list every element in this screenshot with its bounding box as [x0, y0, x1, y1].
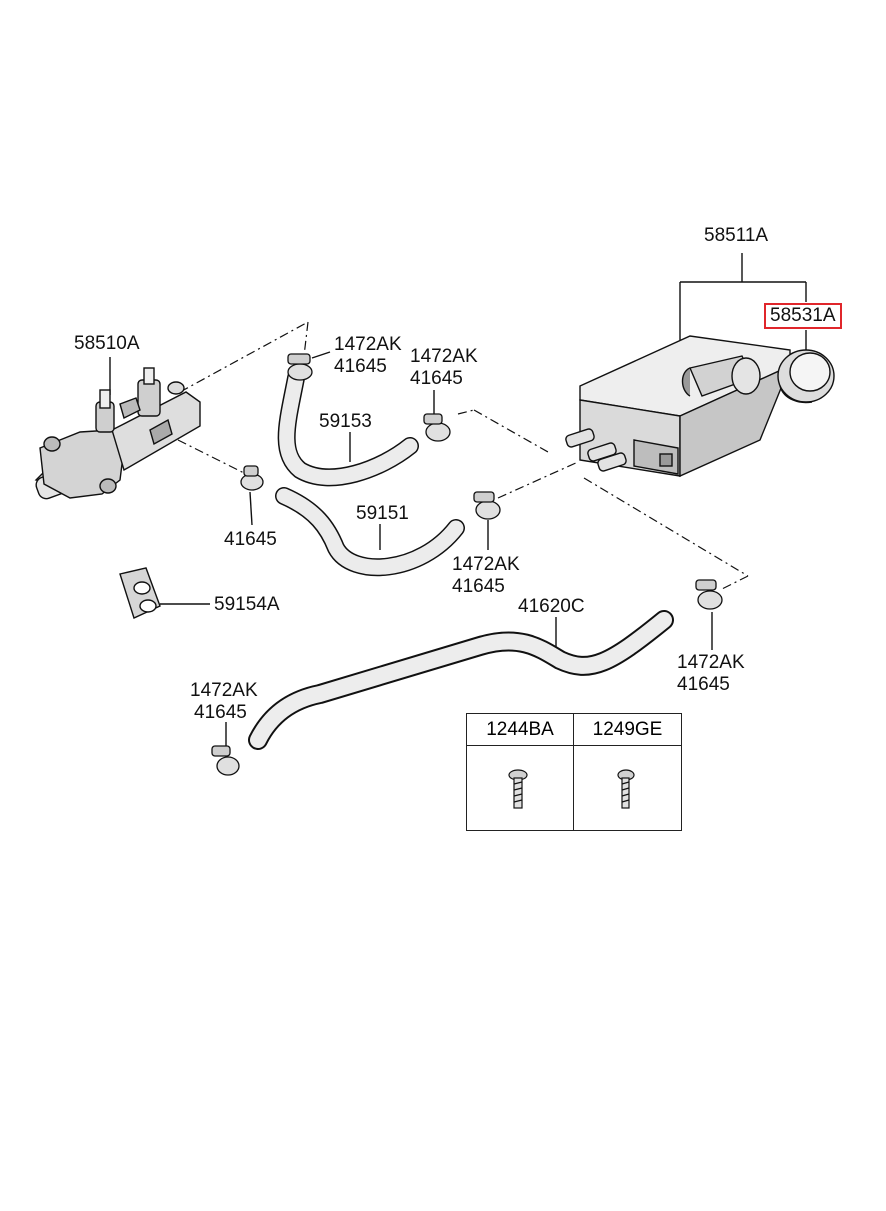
grommet[interactable] [119, 567, 161, 619]
label-clamp-lower-1[interactable]: 1472AK [190, 680, 258, 701]
label-cap-highlighted[interactable]: 58531A [764, 303, 842, 329]
label-reservoir-assy[interactable]: 58511A [704, 225, 769, 246]
clamp-top[interactable] [287, 353, 313, 381]
fastener-col2-cell [574, 746, 681, 830]
master-cylinder[interactable] [34, 367, 201, 501]
label-clamp-top-b1[interactable]: 1472AK [410, 346, 478, 367]
reservoir-tank[interactable] [565, 335, 792, 478]
label-clamp-top-a2[interactable]: 41645 [334, 356, 387, 377]
screw-1249ge-icon [617, 769, 635, 809]
fastener-col2-label[interactable]: 1249GE [574, 714, 681, 746]
hose-59151[interactable] [275, 487, 465, 577]
label-hose-upper[interactable]: 59153 [319, 411, 372, 432]
label-clamp-left[interactable]: 41645 [224, 529, 277, 550]
pipe-41620c[interactable] [248, 610, 674, 750]
label-pipe-long[interactable]: 41620C [518, 596, 585, 617]
clamp-top-right[interactable] [423, 413, 451, 442]
label-hose-middle[interactable]: 59151 [356, 503, 409, 524]
label-grommet[interactable]: 59154A [214, 594, 280, 615]
label-clamp-top-b2[interactable]: 41645 [410, 368, 463, 389]
screw-1244ba-icon [508, 769, 528, 809]
dashed-connectors [177, 321, 749, 591]
leader-lines [109, 253, 807, 748]
label-clamp-right-1[interactable]: 1472AK [677, 652, 745, 673]
fastener-col1-cell [467, 746, 574, 830]
clamp-lower[interactable] [211, 745, 240, 776]
label-master-cylinder[interactable]: 58510A [74, 333, 140, 354]
clamp-right[interactable] [695, 579, 723, 610]
label-clamp-mid-1[interactable]: 1472AK [452, 554, 520, 575]
label-clamp-top-a1[interactable]: 1472AK [334, 334, 402, 355]
fastener-table: 1244BA 1249GE [466, 713, 682, 831]
clamp-mid[interactable] [473, 491, 501, 520]
hose-59153[interactable] [277, 369, 419, 487]
label-clamp-right-2[interactable]: 41645 [677, 674, 730, 695]
label-clamp-mid-2[interactable]: 41645 [452, 576, 505, 597]
clamp-left[interactable] [240, 465, 264, 491]
fastener-col1-label[interactable]: 1244BA [467, 714, 574, 746]
reservoir-cap[interactable] [777, 349, 835, 404]
label-clamp-lower-2[interactable]: 41645 [194, 702, 247, 723]
